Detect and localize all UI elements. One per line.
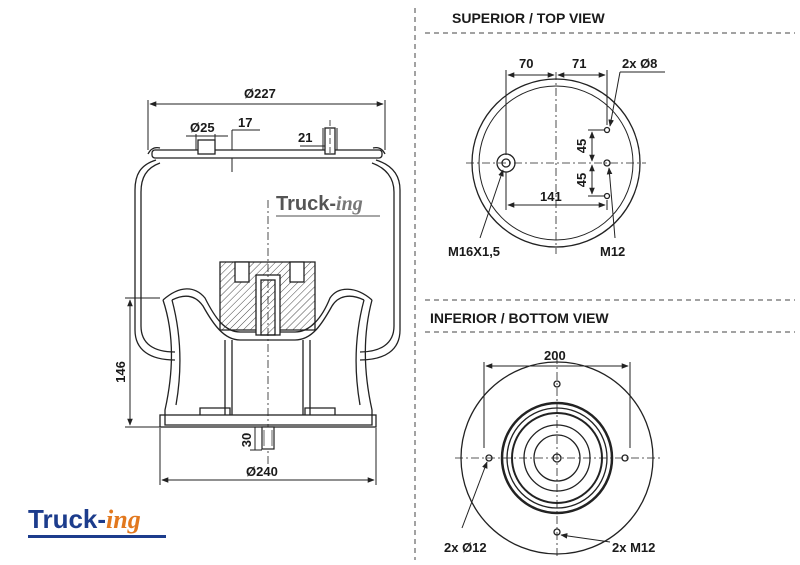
label-70: 70 bbox=[519, 56, 533, 71]
top-view: SUPERIOR / TOP VIEW bbox=[448, 10, 665, 259]
bellows bbox=[134, 159, 401, 361]
bolt-top bbox=[553, 380, 561, 388]
dim-base-diameter bbox=[159, 428, 377, 485]
label-45-top: 45 bbox=[574, 139, 589, 153]
dim-top-diameter bbox=[147, 100, 386, 150]
bottom-stud bbox=[261, 426, 275, 450]
label-m12: M12 bbox=[600, 244, 625, 259]
label-146: 146 bbox=[113, 361, 128, 383]
dim-30 bbox=[250, 426, 262, 451]
bottom-view: INFERIOR / BOTTOM VIEW 200 bbox=[430, 310, 660, 556]
logo-underline bbox=[28, 535, 166, 538]
label-2x-d12: 2x Ø12 bbox=[444, 540, 487, 555]
logo-text: Truck-ing bbox=[28, 504, 141, 534]
label-71: 71 bbox=[572, 56, 586, 71]
pin-hole-top bbox=[603, 126, 611, 134]
label-2x-m12: 2x M12 bbox=[612, 540, 655, 555]
label-m16x15: M16X1,5 bbox=[448, 244, 500, 259]
truck-ing-logo: Truck-ing bbox=[28, 504, 166, 538]
top-view-title: SUPERIOR / TOP VIEW bbox=[452, 10, 606, 26]
label-2x-d8: 2x Ø8 bbox=[622, 56, 657, 71]
label-141: 141 bbox=[540, 189, 562, 204]
label-dia-240: Ø240 bbox=[246, 464, 278, 479]
top-plate bbox=[147, 120, 386, 159]
dim-height bbox=[125, 297, 160, 428]
label-21: 21 bbox=[298, 130, 312, 145]
label-dia-25: Ø25 bbox=[190, 120, 215, 135]
section-separators bbox=[414, 8, 795, 560]
side-view: Ø227 Ø25 17 21 bbox=[113, 86, 401, 485]
label-17: 17 bbox=[238, 115, 252, 130]
center-boss bbox=[219, 200, 316, 470]
label-200: 200 bbox=[544, 348, 566, 363]
label-30: 30 bbox=[239, 433, 254, 447]
pin-hole-bottom bbox=[603, 192, 611, 200]
label-45-bottom: 45 bbox=[574, 173, 589, 187]
label-dia-227: Ø227 bbox=[244, 86, 276, 101]
bottom-view-title: INFERIOR / BOTTOM VIEW bbox=[430, 310, 609, 326]
watermark: Truck-ing bbox=[276, 193, 363, 215]
